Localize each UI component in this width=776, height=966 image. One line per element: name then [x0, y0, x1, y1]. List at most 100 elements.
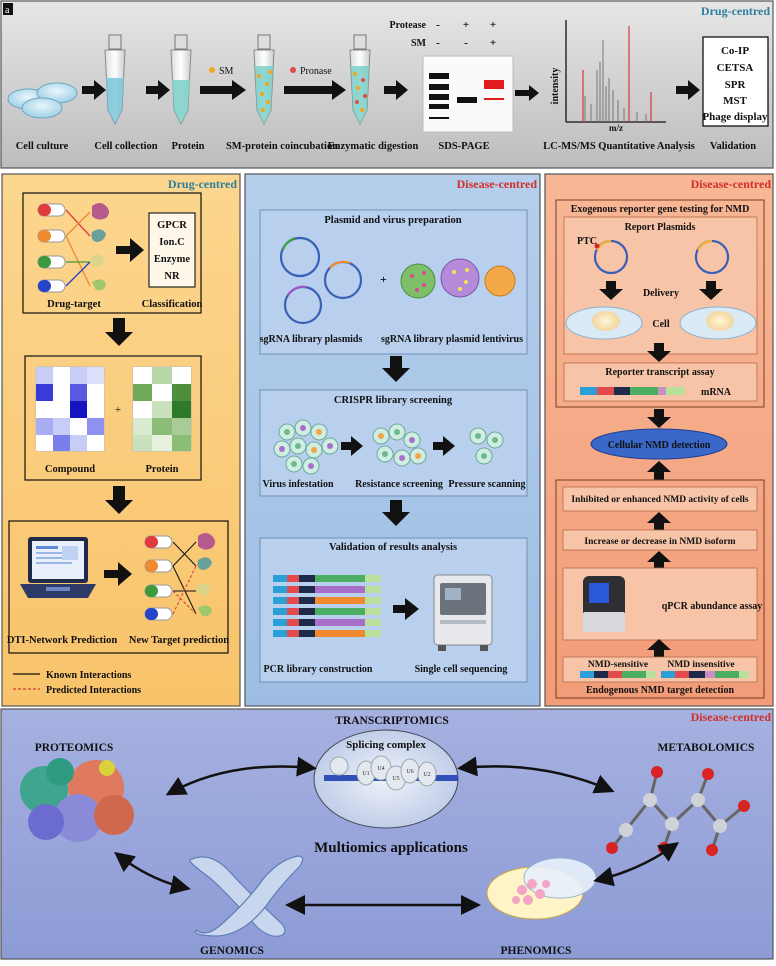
- pcr-segment: [315, 619, 365, 626]
- pcr-segment: [299, 630, 315, 637]
- protease-sign: +: [490, 19, 496, 31]
- pcr-segment: [287, 630, 299, 637]
- spectrum-y-axis: intensity: [550, 68, 561, 105]
- up-arrow-icon: [647, 461, 671, 480]
- resistance-label: Resistance screening: [355, 479, 443, 490]
- pcr-segment: [299, 619, 315, 626]
- pcr-library-bars-icon: [273, 575, 381, 637]
- sm-sign: -: [436, 37, 440, 49]
- validation-item: SPR: [725, 79, 747, 91]
- panel-top-bg: [0, 0, 774, 169]
- step-arrow-icon: [341, 436, 363, 456]
- drug-capsules-icon: [37, 203, 66, 293]
- matrix-box: [24, 355, 202, 481]
- step-arrow-icon: [284, 80, 346, 100]
- exo-title: Exogenous reporter gene testing for NMD: [571, 204, 750, 215]
- validation-analysis-title: Validation of results analysis: [329, 542, 457, 553]
- cell-dish-icon: [565, 306, 643, 340]
- step-label: Cell culture: [16, 141, 69, 152]
- snrnp-label: U1: [362, 771, 369, 777]
- ptc-label: PTC: [577, 236, 597, 247]
- dti-label: DTI-Network Prediction: [7, 635, 117, 646]
- cell-dish-icon: [679, 306, 757, 340]
- inhibited-label: Inhibited or enhanced NMD activity of ce…: [571, 495, 748, 505]
- protease-sign: -: [436, 19, 440, 31]
- tube-coincubation-icon: [253, 34, 275, 126]
- panel-left-tag: Drug-centred: [168, 177, 237, 191]
- drug-target-box: [22, 192, 202, 314]
- validation-item: CETSA: [717, 62, 754, 74]
- classification-label: Classification: [142, 299, 203, 310]
- protease-sign: +: [463, 19, 469, 31]
- down-arrow-icon: [647, 409, 671, 428]
- arrow-proteomics-transcriptomics: [165, 756, 317, 796]
- sgrna-plasmids-label: sgRNA library plasmids: [260, 334, 363, 345]
- cell-cluster-resistant-icon: [372, 423, 427, 467]
- tube-protein-icon: [170, 34, 192, 126]
- class-item: GPCR: [157, 220, 187, 231]
- virus-infestation-label: Virus infestation: [262, 479, 333, 490]
- cellular-nmd-ellipse: [590, 428, 728, 460]
- endogenous-label: Endogenous NMD target detection: [586, 685, 734, 696]
- pcr-segment: [273, 586, 287, 593]
- snrnp-label: U5: [392, 776, 399, 782]
- metabolomics-label: METABOLOMICS: [658, 742, 755, 754]
- reporter-assay-title: Reporter transcript assay: [605, 367, 714, 378]
- step-arrow-icon: [200, 80, 246, 100]
- chromosome-icon: [189, 855, 304, 937]
- pcr-segment: [299, 586, 315, 593]
- pcr-segment: [315, 630, 365, 637]
- phenomics-label: PHENOMICS: [501, 945, 572, 957]
- drug-target-links: [65, 209, 91, 287]
- arrow-phenomics-metabolomics: [593, 842, 680, 887]
- pcr-segment: [315, 608, 365, 615]
- up-arrow-icon: [647, 551, 671, 570]
- tube-cell-collection-icon: [104, 34, 126, 126]
- pcr-segment: [365, 597, 381, 604]
- pcr-segment: [287, 575, 299, 582]
- nmd-insensitive-label: NMD insensitive: [667, 660, 734, 670]
- new-target-label: New Target prediction: [129, 635, 229, 646]
- sgrna-lentivirus-label: sgRNA library plasmid lentivirus: [381, 334, 523, 345]
- pronase-dot-icon: [290, 67, 296, 73]
- down-arrow-icon: [599, 281, 623, 300]
- pcr-segment: [273, 597, 287, 604]
- panel-right: Disease-centred Exogenous reporter gene …: [544, 173, 774, 707]
- predicted-legend: Predicted Interactions: [46, 685, 141, 696]
- cell-cluster-pressure-icon: [469, 427, 504, 465]
- arrow-transcriptomics-metabolomics: [457, 756, 615, 794]
- panel-middle: Disease-centred Plasmid and virus prepar…: [244, 173, 541, 707]
- pcr-segment: [365, 608, 381, 615]
- report-plasmid-ptc-icon: [593, 239, 629, 275]
- sm-legend: SM: [219, 66, 234, 77]
- class-item: NR: [164, 271, 180, 282]
- panel-top-tag: Drug-centred: [701, 4, 770, 18]
- class-item: Enzyme: [154, 254, 191, 265]
- tube-digestion-icon: [349, 34, 371, 126]
- protein-matrix: [132, 366, 192, 452]
- spectrum-x-axis: m/z: [609, 123, 623, 133]
- panel-left: Drug-centred GPCR Ion.C Enzyme: [1, 173, 241, 707]
- plasmid-rings-icon: [279, 236, 363, 325]
- pcr-segment: [315, 597, 365, 604]
- pcr-segment: [299, 575, 315, 582]
- validation-item: Co-IP: [721, 45, 749, 57]
- protein-targets-icon: [91, 203, 109, 291]
- prediction-links: [172, 541, 197, 615]
- single-cell-label: Single cell sequencing: [415, 664, 508, 675]
- pcr-segment: [287, 619, 299, 626]
- classification-box: [148, 212, 196, 288]
- pronase-legend: Pronase: [300, 66, 332, 77]
- plus-sign: +: [380, 272, 387, 286]
- corner-mark: a: [5, 5, 10, 16]
- up-arrow-icon: [647, 512, 671, 531]
- drug-capsules-icon: [144, 535, 173, 621]
- pcr-segment: [365, 575, 381, 582]
- down-arrow-icon: [699, 281, 723, 300]
- down-arrow-icon: [105, 318, 133, 346]
- step-label: Enzymatic digestion: [328, 141, 419, 152]
- sm-dot-icon: [209, 67, 215, 73]
- validation-box: [702, 36, 769, 127]
- pcr-segment: [315, 575, 365, 582]
- nmd-sensitive-label: NMD-sensitive: [588, 660, 648, 670]
